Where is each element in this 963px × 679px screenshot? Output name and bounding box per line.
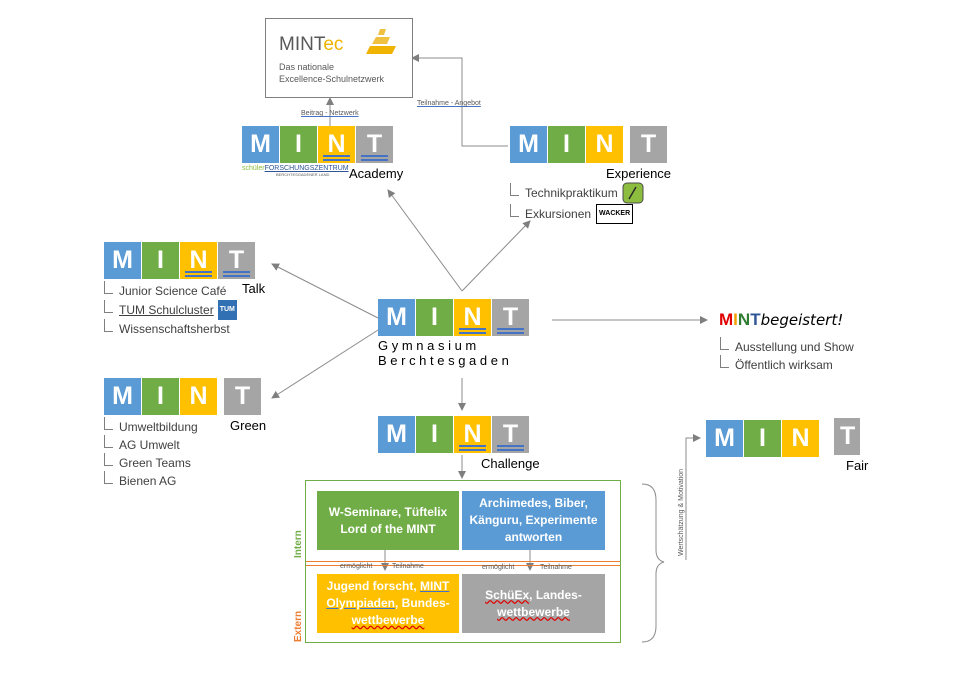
intern-label: Intern bbox=[293, 530, 304, 558]
list-item-link[interactable]: TUM Schulcluster bbox=[119, 303, 214, 317]
tile-n: N bbox=[318, 126, 355, 163]
list-item: Öffentlich wirksam bbox=[735, 358, 833, 372]
mintec-line2: Excellence-Schulnetzwerk bbox=[279, 74, 385, 84]
challenge-container bbox=[305, 480, 621, 643]
tile-n: N bbox=[180, 378, 217, 415]
list-item: Green Teams bbox=[119, 456, 191, 470]
wacker-logo: WACKER bbox=[596, 204, 634, 224]
list-item: Bienen AG bbox=[119, 474, 177, 488]
tile-t: T bbox=[218, 242, 255, 279]
begeistert-list: Ausstellung und Show Öffentlich wirksam bbox=[720, 336, 854, 374]
enables-left: ermöglicht bbox=[340, 563, 373, 570]
arrow-to-experience bbox=[461, 220, 531, 292]
tile-n: N bbox=[454, 416, 491, 453]
challenge-box-extern-right: SchüEx, Landes- wettbewerbe bbox=[462, 574, 605, 633]
tile-m: M bbox=[378, 416, 415, 453]
academy-label: Academy bbox=[349, 166, 404, 181]
green-list: Umweltbildung AG Umwelt Green Teams Bien… bbox=[104, 416, 198, 490]
mint-green-logo: M I N T bbox=[104, 378, 262, 415]
list-item: Wissenschaftsherbst bbox=[119, 322, 230, 336]
mint-begeistert-logo: MINTbegeistert! bbox=[719, 310, 844, 329]
tile-n: N bbox=[180, 242, 217, 279]
mintec-line1: Das nationale bbox=[279, 62, 335, 72]
center-title: G y m n a s i u m B e r c h t e s g a d … bbox=[378, 338, 509, 368]
tile-t: T bbox=[630, 126, 667, 163]
tile-t: T bbox=[492, 416, 529, 453]
challenge-brace bbox=[641, 483, 665, 643]
mint-experience-logo: M I N T bbox=[510, 126, 668, 163]
tile-i: I bbox=[416, 299, 453, 336]
experience-list: Technikpraktikum Exkursionen WACKER bbox=[510, 182, 644, 224]
arrow-to-green bbox=[271, 329, 379, 399]
mintec-logo-left: MINT bbox=[279, 34, 324, 55]
center-line1: G y m n a s i u m bbox=[378, 338, 477, 353]
fair-label: Fair bbox=[846, 458, 869, 473]
list-item: Exkursionen bbox=[525, 207, 592, 221]
participation-left: Teilnahme bbox=[392, 563, 424, 570]
tile-n: N bbox=[454, 299, 491, 336]
tile-m: M bbox=[510, 126, 547, 163]
tile-t: T bbox=[492, 299, 529, 336]
mintec-logo-right: ec bbox=[323, 34, 344, 55]
intern-extern-divider bbox=[306, 561, 620, 566]
fair-side-label: Wertschätzung & Motivation bbox=[678, 468, 685, 556]
challenge-box-extern-left: Jugend forscht, MINT Olympiaden, Bundes-… bbox=[317, 574, 459, 633]
extern-label: Extern bbox=[293, 610, 304, 642]
list-item: Ausstellung und Show bbox=[735, 340, 854, 354]
experience-link-label: Teilnahme - Angebot bbox=[417, 100, 481, 107]
mintec-logo-box: MINTec Das nationale Excellence-Schulnet… bbox=[265, 18, 413, 98]
tile-m: M bbox=[104, 378, 141, 415]
tile-t: T bbox=[834, 418, 860, 455]
tile-m: M bbox=[104, 242, 141, 279]
list-item: Technikpraktikum bbox=[525, 186, 618, 200]
tile-t: T bbox=[356, 126, 393, 163]
mint-academy-logo: M I N T bbox=[242, 126, 394, 163]
tile-t: T bbox=[224, 378, 261, 415]
technikpraktikum-logo-icon bbox=[622, 182, 644, 204]
tile-m: M bbox=[242, 126, 279, 163]
tile-i: I bbox=[280, 126, 317, 163]
tum-logo: TUM bbox=[217, 300, 237, 320]
list-item: Junior Science Café bbox=[119, 284, 227, 298]
experience-label: Experience bbox=[606, 166, 672, 181]
tile-m: M bbox=[378, 299, 415, 336]
list-item: AG Umwelt bbox=[119, 438, 180, 452]
mintec-pyramid-icon bbox=[366, 29, 396, 54]
green-label: Green bbox=[230, 418, 267, 433]
mint-fair-logo: M I N T bbox=[706, 418, 861, 457]
arrow-to-academy bbox=[387, 189, 463, 292]
mint-challenge-logo: M I N T bbox=[378, 416, 530, 453]
arrow-experience-to-mintec bbox=[411, 54, 508, 147]
talk-label: Talk bbox=[242, 281, 266, 296]
center-line2: B e r c h t e s g a d e n bbox=[378, 353, 509, 368]
challenge-label: Challenge bbox=[481, 456, 540, 471]
participation-right: Teilnahme bbox=[540, 564, 572, 571]
academy-link-label: Beitrag - Netzwerk bbox=[301, 110, 359, 117]
arrow-to-fair bbox=[685, 434, 701, 560]
talk-list: Junior Science Café TUM Schulcluster TUM… bbox=[104, 280, 237, 338]
mint-center-logo: M I N T bbox=[378, 299, 530, 336]
tile-i: I bbox=[142, 242, 179, 279]
tile-m: M bbox=[706, 420, 743, 457]
tile-n: N bbox=[586, 126, 623, 163]
enables-right: ermöglicht bbox=[482, 564, 515, 571]
tile-i: I bbox=[744, 420, 781, 457]
tile-i: I bbox=[548, 126, 585, 163]
list-item: Umweltbildung bbox=[119, 420, 198, 434]
tile-i: I bbox=[416, 416, 453, 453]
mint-talk-logo: M I N T bbox=[104, 242, 256, 279]
schuelerforschungszentrum-logo: schülerFORSCHUNGSZENTRUM BERCHTESGADENER… bbox=[242, 165, 349, 177]
arrow-to-talk bbox=[271, 263, 379, 319]
tile-i: I bbox=[142, 378, 179, 415]
tile-n: N bbox=[782, 420, 819, 457]
